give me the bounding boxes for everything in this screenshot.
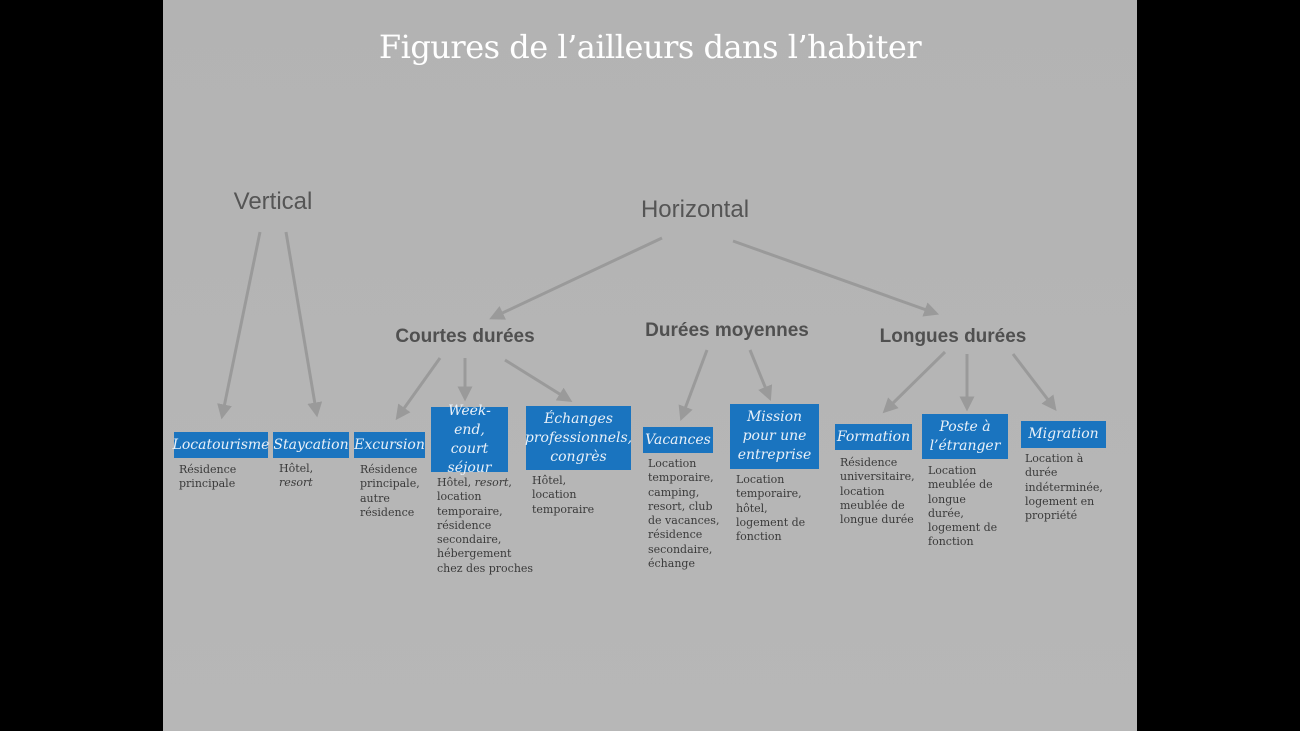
arrow (395, 357, 442, 421)
figure-box: Mission pour une entreprise (730, 404, 819, 469)
figure-desc: Résidence principale (179, 463, 237, 491)
figure-desc: Résidence principale, autre résidence (360, 463, 420, 519)
arrow (882, 350, 947, 414)
figure-desc: Location temporaire, hôtel, logement de … (736, 473, 806, 544)
arrow (732, 239, 940, 317)
arrow (504, 358, 573, 402)
arrow (489, 236, 663, 320)
figure-box: Week-end, court séjour (431, 403, 508, 476)
figure-desc: Hôtel, resort (279, 462, 314, 490)
arrow (1011, 353, 1057, 411)
duration-medium: Durées moyennes (645, 320, 809, 341)
arrow (678, 349, 709, 422)
arrow (284, 231, 323, 418)
figure-box: Vacances (643, 427, 713, 453)
figure-box: Staycation (273, 432, 349, 458)
figure-desc: Location à durée indéterminée, logement … (1025, 452, 1103, 523)
figure-box: Poste à l’étranger (922, 414, 1008, 459)
figure-box: Migration (1021, 421, 1106, 448)
figure-desc: Hôtel, location temporaire (532, 474, 595, 516)
figure-desc: Location meublée de longue durée, logeme… (928, 464, 998, 549)
figure-box: Formation (835, 424, 912, 450)
figure-box: Excursion (354, 432, 425, 458)
category-vertical: Vertical (233, 188, 313, 215)
duration-long: Longues durées (879, 326, 1027, 347)
duration-short: Courtes durées (395, 326, 535, 347)
figure-box: Échanges professionnels, congrès (525, 406, 632, 470)
slide (163, 0, 1137, 731)
arrow (217, 231, 262, 420)
figure-desc: Location temporaire, camping, resort, cl… (648, 457, 720, 571)
figure-desc: Hôtel, resort, location temporaire, rési… (437, 476, 534, 575)
figure-box: Locatourisme (173, 432, 269, 458)
category-horizontal: Horizontal (640, 196, 750, 223)
figure-desc: Résidence universitaire, location meublé… (840, 456, 915, 527)
slide-title: Figures de l’ailleurs dans l’habiter (378, 28, 922, 66)
arrow (748, 349, 773, 401)
